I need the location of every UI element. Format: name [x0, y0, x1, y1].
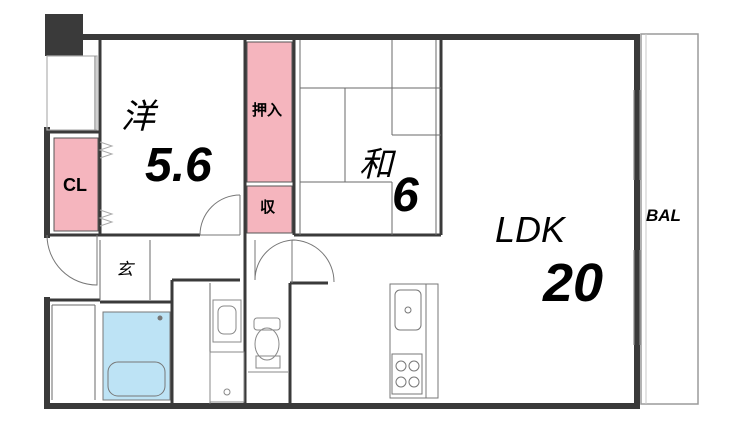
ldk-size: 20: [543, 253, 604, 313]
toilet: [248, 317, 288, 373]
balcony-area: [640, 33, 699, 405]
storage-label: 収: [260, 198, 276, 216]
western-room-size: 5.6: [145, 139, 212, 192]
entrance-label: 玄: [116, 260, 133, 280]
closet-door: [98, 141, 114, 227]
japanese-room-name: 和: [359, 145, 393, 185]
oshiire-fill: [246, 41, 293, 183]
washbasin: [209, 299, 245, 403]
pillar: [45, 14, 83, 56]
kitchen-counter: [389, 283, 439, 399]
closet-label: CL: [63, 175, 87, 195]
interior-walls: [47, 40, 443, 404]
closet-fill: [53, 137, 99, 232]
bathtub: [102, 311, 171, 401]
ldk-label: LDK: [495, 209, 566, 250]
storage-fill: [246, 185, 293, 234]
oshiire-label: 押入: [252, 101, 283, 119]
outer-walls: [44, 34, 640, 409]
western-room-name: 洋: [121, 97, 155, 137]
balcony-label: BAL: [646, 206, 681, 225]
windows: [46, 55, 641, 345]
doors: [46, 194, 335, 286]
japanese-room-size: 6: [392, 169, 419, 222]
